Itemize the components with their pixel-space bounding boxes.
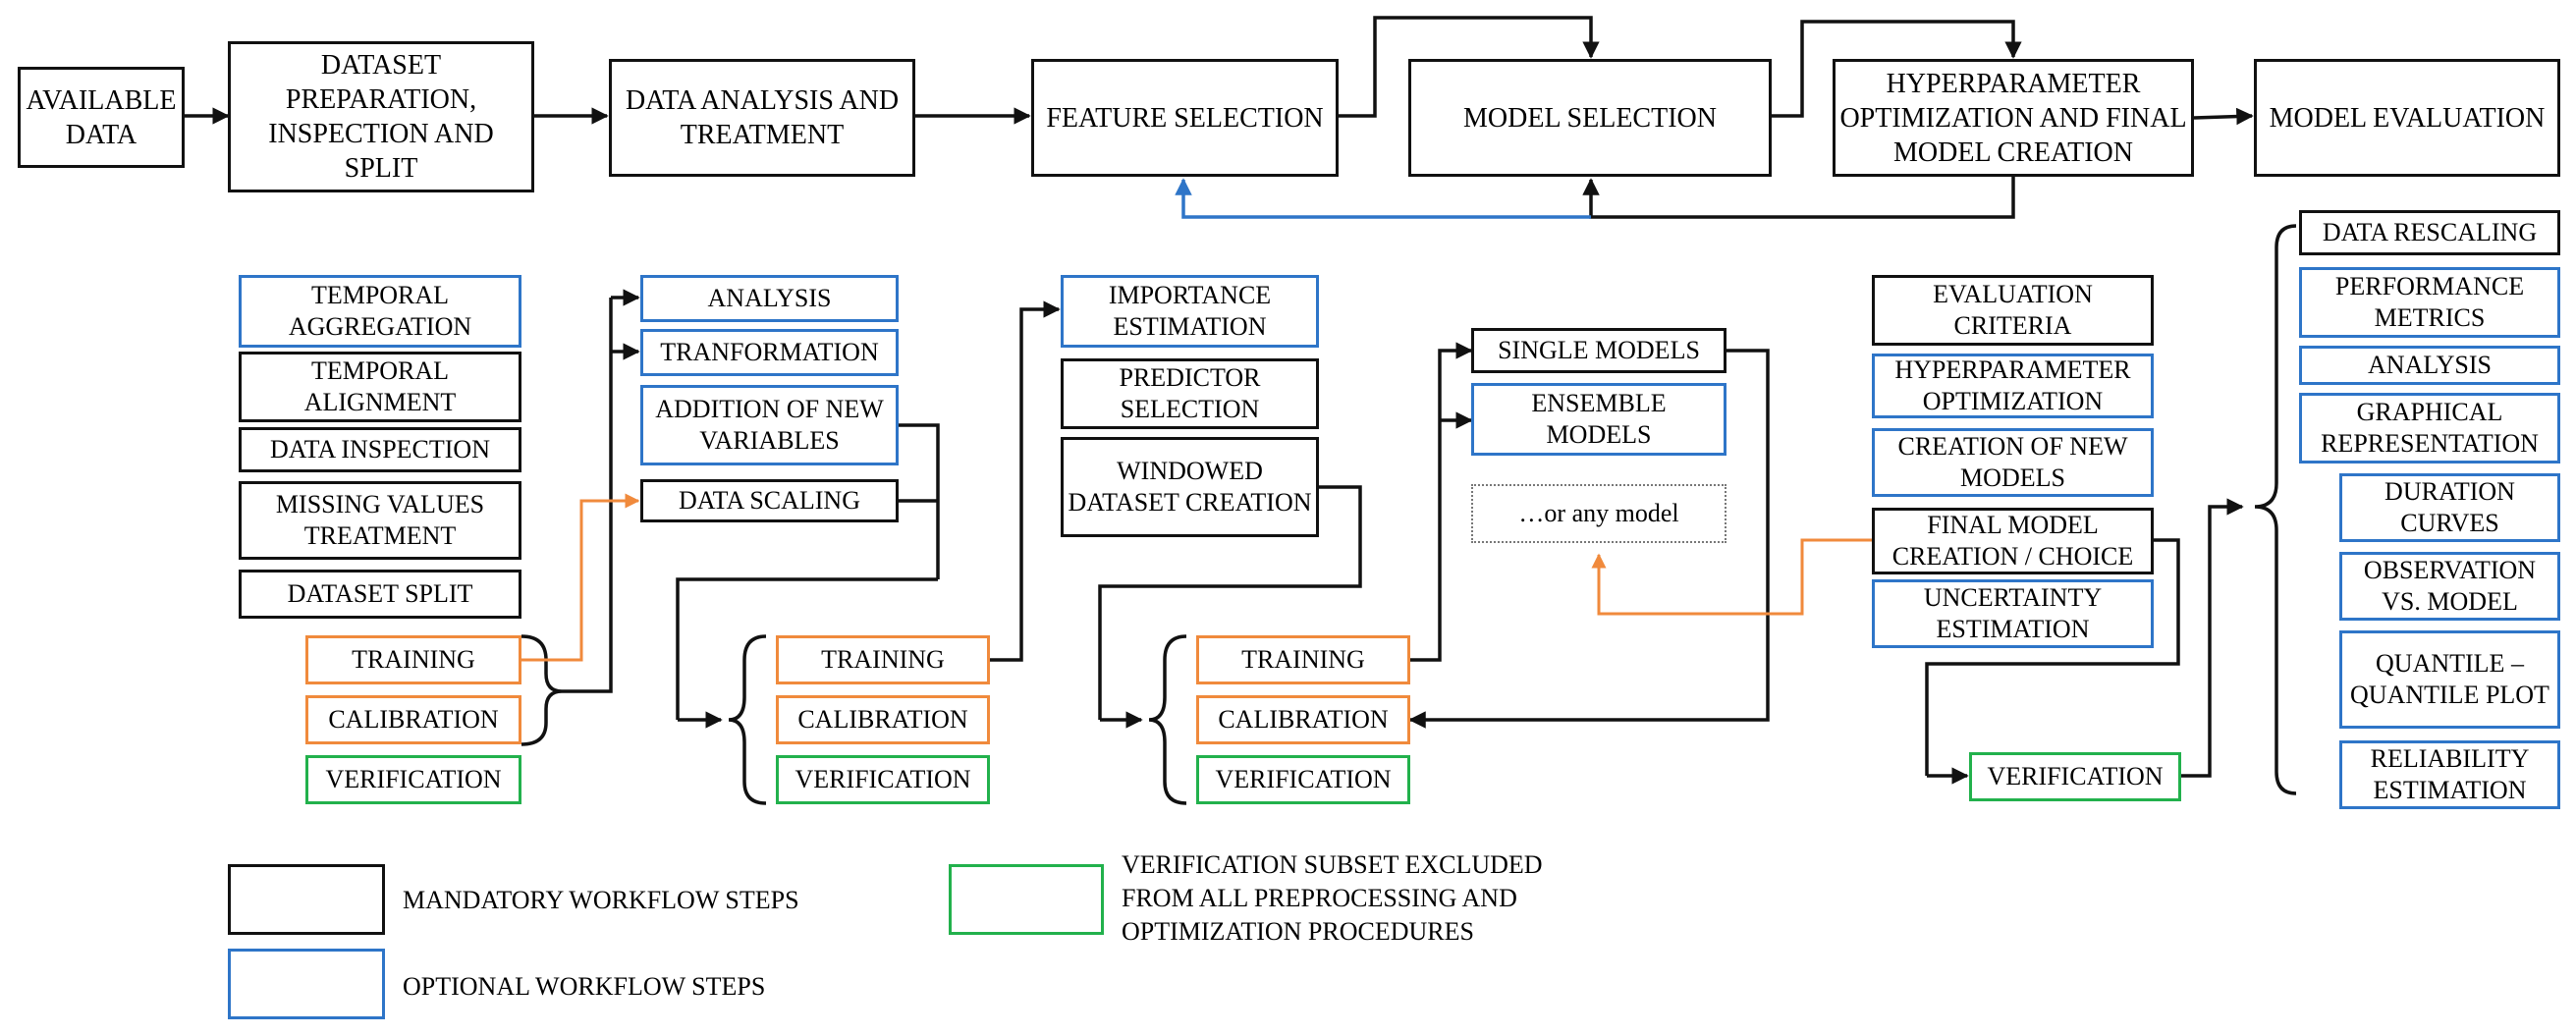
arrow-model-feedback-to-feature [1175,178,1591,219]
legend-optional-swatch [228,949,385,1019]
training-subset-3: TRAINING [1196,635,1410,684]
uncertainty-estimation-box: UNCERTAINTY ESTIMATION [1872,579,2154,648]
hyperparameter-optimization-step: HYPERPARAMETER OPTIMIZATION [1872,354,2154,418]
creation-new-models-box: CREATION OF NEW MODELS [1872,428,2154,497]
legend-mandatory-swatch [228,864,385,935]
new-variables-box: ADDITION OF NEW VARIABLES [640,385,899,465]
line-analysis-to-group2 [676,577,938,720]
line-new-variables-right [899,423,940,579]
single-models-box: SINGLE MODELS [1471,328,1726,373]
arrow-model-to-hyper [1771,20,2022,118]
ensemble-models-box: ENSEMBLE MODELS [1471,383,1726,456]
brace-split [521,634,563,746]
windowed-dataset-box: WINDOWED DATASET CREATION [1061,437,1319,537]
predictor-selection-box: PREDICTOR SELECTION [1061,358,1319,429]
arrow-hyper-to-evaluation [2193,107,2254,126]
arrow-training3-to-single [1408,342,1473,662]
brace-group3 [1148,634,1187,805]
legend-optional-label: OPTIONAL WORKFLOW STEPS [403,972,766,1001]
calibration-subset-3: CALIBRATION [1196,695,1410,744]
arrow-training-to-data-scaling [521,493,640,662]
brace-group2 [728,634,767,805]
temporal-aggregation-box: TEMPORAL AGGREGATION [239,275,521,348]
verification-subset-2: VERIFICATION [776,755,990,804]
arrow-verification-to-evaluation [2180,498,2244,778]
legend-verification-label: VERIFICATION SUBSET EXCLUDED FROM ALL PR… [1122,850,1543,946]
data-analysis-box: DATA ANALYSIS AND TREATMENT [609,59,915,177]
verification-subset-3: VERIFICATION [1196,755,1410,804]
hyperparameter-optimization-box: HYPERPARAMETER OPTIMIZATION AND FINAL MO… [1833,59,2194,177]
available-data-box: AVAILABLE DATA [18,67,185,168]
feature-selection-box: FEATURE SELECTION [1031,59,1339,177]
graphical-representation-box: GRAPHICAL REPRESENTATION [2299,393,2560,463]
data-scaling-box: DATA SCALING [640,479,899,522]
performance-metrics-box: PERFORMANCE METRICS [2299,267,2560,338]
data-rescaling-box: DATA RESCALING [2299,210,2560,255]
final-model-box: FINAL MODEL CREATION / CHOICE [1872,508,2154,574]
calibration-subset-1: CALIBRATION [305,695,521,744]
verification-subset-final: VERIFICATION [1969,752,2181,801]
dataset-preparation-box: DATASET PREPARATION, INSPECTION AND SPLI… [228,41,534,192]
transformation-box: TRANFORMATION [640,329,899,376]
verification-subset-1: VERIFICATION [305,755,521,804]
brace-evaluation [2254,224,2297,795]
training-subset-1: TRAINING [305,635,521,684]
evaluation-analysis-box: ANALYSIS [2299,346,2560,385]
quantile-plot-box: QUANTILE – QUANTILE PLOT [2339,630,2560,729]
model-selection-box: MODEL SELECTION [1408,59,1772,177]
calibration-subset-2: CALIBRATION [776,695,990,744]
arrow-training2-to-importance [989,300,1061,662]
legend-verification-swatch [949,864,1104,935]
temporal-alignment-box: TEMPORAL ALIGNMENT [239,352,521,422]
dataset-split-box: DATASET SPLIT [239,570,521,619]
reliability-estimation-box: RELIABILITY ESTIMATION [2339,740,2560,809]
data-inspection-box: DATA INSPECTION [239,427,521,472]
training-subset-2: TRAINING [776,635,990,684]
legend-mandatory-label: MANDATORY WORKFLOW STEPS [403,886,799,914]
arrow-final-model-to-any-model [1591,538,1872,616]
arrow-feature-to-model [1338,16,1600,118]
any-model-box: …or any model [1471,484,1726,543]
line-windowed-right [1098,485,1362,720]
line-final-model-right [1925,538,2180,776]
observation-vs-model-box: OBSERVATION VS. MODEL [2339,552,2560,621]
duration-curves-box: DURATION CURVES [2339,473,2560,542]
line-models-back-to-calibration [1408,349,1770,729]
arrow-hyper-feedback-to-model [1582,176,2015,219]
importance-estimation-box: IMPORTANCE ESTIMATION [1061,275,1319,348]
model-evaluation-box: MODEL EVALUATION [2254,59,2560,177]
missing-values-box: MISSING VALUES TREATMENT [239,481,521,560]
evaluation-criteria-box: EVALUATION CRITERIA [1872,275,2154,346]
line-split-to-analysis-column [562,298,613,693]
analysis-box: ANALYSIS [640,275,899,322]
